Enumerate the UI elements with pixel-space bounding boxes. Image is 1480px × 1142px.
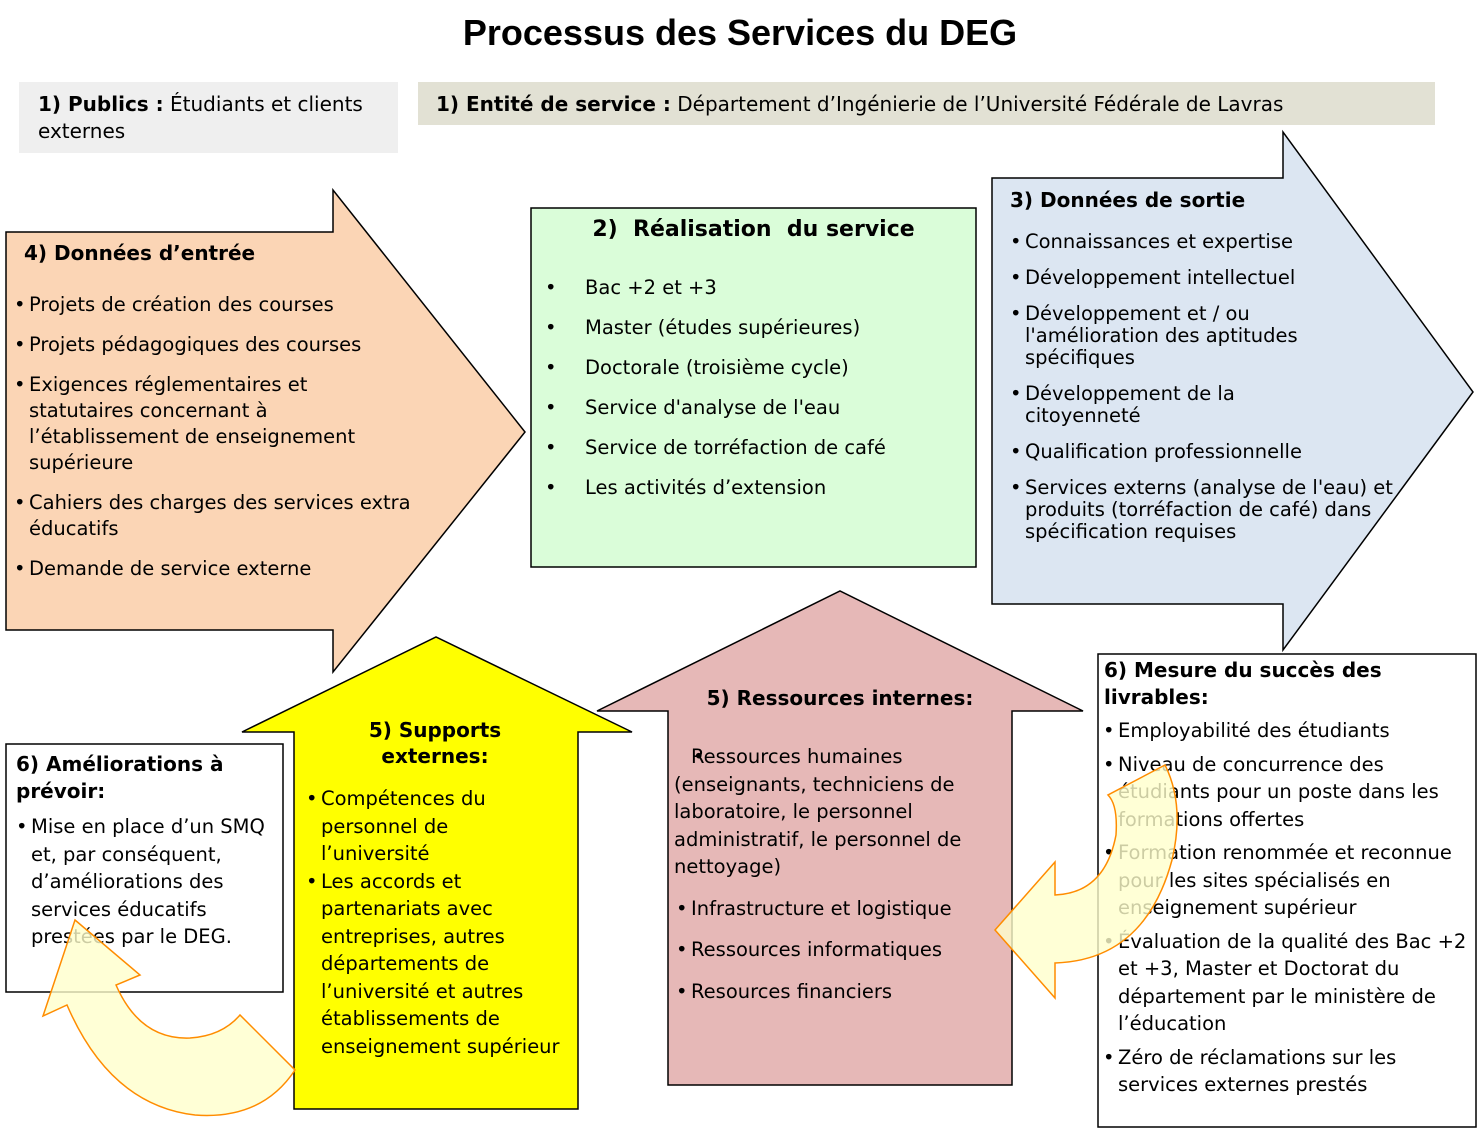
realisation-list: Bac +2 et +3 Master (études supérieures)…: [531, 268, 971, 508]
list-item: Projets pédagogiques des courses: [12, 332, 432, 358]
list-item: Cahiers des charges des services extra é…: [12, 490, 419, 542]
entree-heading: 4) Données d’entrée: [24, 241, 256, 265]
list-item: Évaluation de la qualité des Bac +2 et +…: [1101, 928, 1478, 1038]
sortie-list: Connaissances et expertise Développement…: [1008, 231, 1393, 543]
list-item: Employabilité des étudiants: [1101, 717, 1471, 745]
list-item: Resources financiers: [674, 978, 1009, 1006]
list-item: Les accords et partenariats avec entrepr…: [304, 868, 569, 1061]
list-item: Demande de service externe: [12, 556, 432, 582]
entite-text: 1) Entité de service : Département d’Ing…: [436, 91, 1436, 118]
list-item: Projets de création des courses: [12, 292, 432, 318]
list-item: Service d'analyse de l'eau: [531, 388, 971, 428]
list-item: Exigences réglementaires et statutaires …: [12, 372, 409, 476]
publics-label: 1) Publics :: [38, 92, 164, 116]
list-item: Qualification professionnelle: [1008, 441, 1383, 464]
list-item: Niveau de concurrence des étudiants pour…: [1101, 751, 1471, 834]
list-item: Ressources humaines (enseignants, techni…: [674, 743, 1009, 881]
list-item: Mise en place d’un SMQ et, par conséquen…: [14, 813, 276, 951]
entree-list: Projets de création des courses Projets …: [12, 292, 432, 582]
ameliorations-list: Mise en place d’un SMQ et, par conséquen…: [14, 813, 276, 951]
list-item: Développement et / ou l'amélioration des…: [1008, 303, 1360, 369]
list-item: Services externs (analyse de l'eau) et p…: [1008, 477, 1395, 543]
list-item: Les activités d’extension: [531, 468, 971, 508]
publics-box: [19, 82, 398, 153]
list-item: Zéro de réclamations sur les services ex…: [1101, 1044, 1471, 1099]
list-item: Développement de la citoyenneté: [1008, 383, 1315, 427]
realisation-heading: 2) Réalisation du service: [592, 217, 915, 242]
publics-text: 1) Publics : Étudiants et clients extern…: [38, 91, 388, 145]
mesure-heading: 6) Mesure du succès des livrables:: [1104, 658, 1382, 709]
entite-box: [418, 82, 1435, 125]
supports-list: Compétences du personnel de l’université…: [304, 785, 569, 1060]
list-item: Formation renommée et reconnue pour les …: [1101, 839, 1468, 922]
page-title: Processus des Services du DEG: [462, 12, 1018, 53]
entite-label: 1) Entité de service :: [436, 92, 671, 116]
mesure-list: Employabilité des étudiants Niveau de co…: [1101, 717, 1471, 1099]
list-item: Bac +2 et +3: [531, 268, 971, 308]
supports-heading: 5) Supports externes:: [368, 718, 502, 768]
list-item: Master (études supérieures): [531, 308, 971, 348]
list-item: Service de torréfaction de café: [531, 428, 971, 468]
ressources-heading: 5) Ressources internes:: [706, 686, 974, 710]
list-item: Infrastructure et logistique: [674, 895, 1009, 923]
list-item: Développement intellectuel: [1008, 267, 1383, 290]
ameliorations-heading: 6) Améliorations à prévoir:: [16, 752, 224, 803]
list-item: Ressources informatiques: [674, 936, 1009, 964]
publics-value: Étudiants et clients externes: [38, 92, 363, 143]
list-item: Doctorale (troisième cycle): [531, 348, 971, 388]
list-item: Compétences du personnel de l’université: [304, 785, 541, 868]
entite-value: Département d’Ingénierie de l’Université…: [677, 92, 1284, 116]
ressources-list: Ressources humaines (enseignants, techni…: [674, 743, 1009, 1005]
list-item: Connaissances et expertise: [1008, 231, 1383, 254]
sortie-heading: 3) Données de sortie: [1010, 188, 1246, 212]
